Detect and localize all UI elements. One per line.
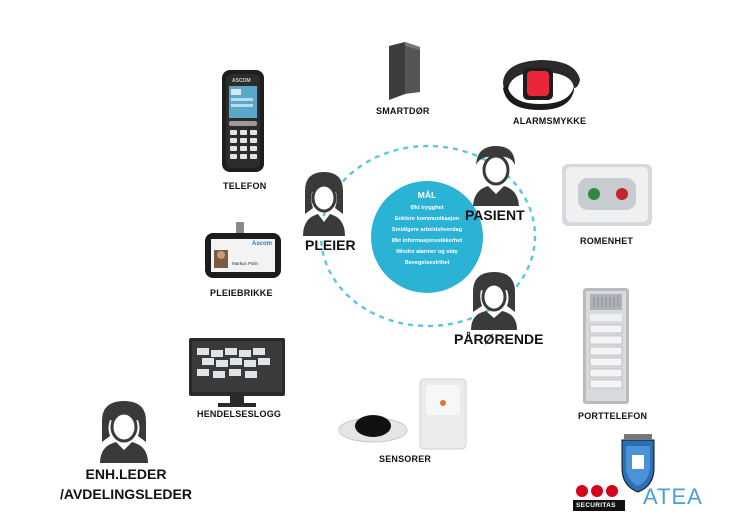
label-sensorer: SENSORER [379, 454, 432, 464]
role-pleier: PLEIER [305, 237, 356, 253]
parorende-person-icon [471, 272, 517, 330]
pleier-person-icon [303, 172, 345, 236]
goal-item: Mindre alarmer og støy [396, 249, 458, 255]
smart-door-icon [389, 42, 420, 100]
pasient-person-icon [473, 146, 519, 206]
door-intercom-icon [583, 288, 629, 404]
label-alarmsmykke: ALARMSMYKKE [513, 116, 587, 126]
sensors-icon [338, 378, 467, 450]
role-parorende: PÅRØRENDE [454, 331, 544, 347]
enh-leder-person-icon [100, 401, 148, 463]
goal-item: Økt informasjonssikkerhet [391, 238, 463, 244]
dashed-ring [319, 144, 537, 328]
badge-name-text: Markus Pölin [232, 261, 259, 266]
label-telefon: TELEFON [223, 181, 267, 191]
atea-logo-text: ATEA [643, 484, 703, 509]
event-log-monitor-icon [189, 338, 285, 407]
role-pasient: PASIENT [465, 207, 525, 223]
goal-item: Økt trygghet [410, 205, 444, 211]
label-hendelseslogg: HENDELSESLOGG [197, 409, 282, 419]
role-enh-leder-line2: /AVDELINGSLEDER [60, 486, 192, 502]
goals-title: MÅL [417, 190, 437, 200]
label-porttelefon: PORTTELEFON [578, 411, 648, 421]
label-smartdor: SMARTDØR [376, 106, 430, 116]
label-romenhet: ROMENHET [580, 236, 634, 246]
role-enh-leder-line1: ENH.LEDER [85, 466, 167, 482]
center-goal-circle [371, 181, 483, 293]
securitas-text: SECURITAS [576, 502, 616, 509]
badge-logo-text: Ascom [252, 241, 273, 247]
goal-item: Bevegelsesfrihet [404, 260, 450, 266]
alarm-bracelet-icon [503, 60, 580, 110]
care-badge-icon [205, 222, 281, 278]
goal-item: Enklere kommunikasjon [394, 216, 460, 222]
label-pleiebrikke: PLEIEBRIKKE [210, 288, 273, 298]
room-unit-icon [562, 164, 652, 226]
goal-item: Smidigere arbeidshverdag [391, 227, 463, 233]
role-enh-leder: ENH.LEDER /AVDELINGSLEDER [60, 464, 192, 504]
securitas-logo [571, 482, 625, 514]
goals-block: MÅL Økt trygghet Enklere kommunikasjon S… [372, 190, 482, 269]
phone-icon [222, 70, 264, 172]
phone-brand-text: ASCOM [232, 78, 251, 84]
coat-of-arms-icon [621, 434, 655, 493]
